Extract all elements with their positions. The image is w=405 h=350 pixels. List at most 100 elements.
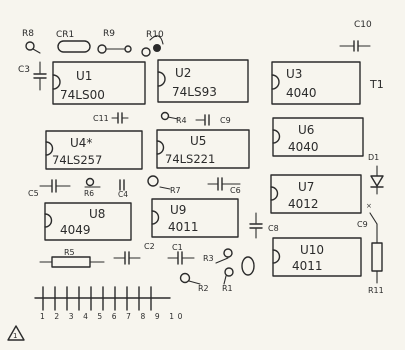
r4-lead (167, 116, 179, 120)
chip-u4: U4* 74LS257 (45, 130, 143, 170)
chip-ref: U9 (170, 203, 186, 217)
chip-u7: U7 4012 (270, 174, 362, 214)
label-r8: R8 (22, 29, 34, 39)
edge-connector: 1 2 3 4 5 6 7 8 9 10 (34, 286, 186, 321)
chip-body (44, 202, 132, 241)
chip-body (272, 237, 362, 277)
chip-part: 74LS257 (52, 153, 102, 167)
chip-notch (271, 74, 280, 90)
chip-notch (272, 249, 281, 264)
r7-lead (159, 186, 171, 190)
r7-pad (147, 175, 159, 187)
r10-jumper (149, 35, 164, 45)
chip-part: 4011 (292, 259, 323, 273)
r6-pad (85, 177, 95, 187)
label-c2: C2 (144, 242, 155, 251)
label-r2: R2 (198, 284, 209, 293)
chip-part: 4011 (168, 220, 199, 234)
label-r9: R9 (103, 29, 115, 39)
chip-part: 4012 (288, 197, 319, 211)
r10-pad-filled (153, 44, 161, 52)
chip-ref: U6 (298, 123, 314, 137)
r4-pad (160, 111, 170, 121)
label-c4: C4 (118, 190, 128, 199)
label-c9: C9 (220, 116, 231, 125)
chip-part: 74LS00 (60, 88, 105, 102)
r5-body (51, 256, 91, 268)
chip-ref: U1 (76, 69, 92, 83)
label-r6: R6 (84, 189, 94, 198)
chip-ref: U5 (190, 134, 206, 148)
r8-pad (25, 41, 35, 51)
chip-ref: U2 (175, 66, 191, 80)
pin-numbers: 1 2 3 4 5 6 7 8 9 10 (40, 312, 186, 321)
chip-ref: U7 (298, 180, 314, 194)
cr1-crystal (57, 40, 91, 53)
chip-u5: U5 74LS221 (156, 129, 250, 169)
chip-part: 4040 (288, 140, 319, 154)
r2-lead (188, 280, 201, 285)
label-c6: C6 (230, 186, 241, 195)
r1-pad (224, 267, 234, 277)
chip-u1: U1 74LS00 (52, 61, 146, 105)
label-r10: R10 (146, 30, 164, 40)
label-r11: R11 (368, 286, 384, 295)
x-mark: × (366, 202, 372, 210)
chip-ref: U4* (70, 136, 92, 150)
chip-body (52, 61, 146, 105)
label-t1: T1 (369, 78, 384, 91)
chip-u9: U9 4011 (151, 198, 239, 238)
chip-notch (44, 213, 53, 228)
chip-body (157, 59, 249, 103)
chip-notch (45, 141, 54, 156)
chip-ref: U10 (300, 243, 324, 257)
c9-right-lead (369, 212, 378, 225)
label-r7: R7 (170, 186, 181, 195)
d1-diode-body (370, 175, 384, 187)
chip-body (270, 174, 362, 214)
label-r5: R5 (64, 248, 75, 257)
label-d1: D1 (368, 153, 379, 162)
chip-ref: U3 (286, 67, 302, 81)
chip-body (156, 129, 250, 169)
chip-body (271, 61, 361, 105)
chip-notch (151, 210, 160, 225)
chip-u6: U6 4040 (272, 117, 364, 157)
r10-pad (141, 47, 151, 57)
chip-part: 4049 (60, 223, 91, 237)
r11-body (371, 242, 383, 272)
label-c3: C3 (18, 65, 30, 75)
label-r4-top: R4 (176, 116, 187, 125)
chip-ref: U8 (89, 207, 105, 221)
label-c8: C8 (268, 224, 279, 233)
chip-notch (272, 129, 281, 144)
chip-body (272, 117, 364, 157)
label-c1: C1 (172, 243, 183, 252)
label-c11: C11 (93, 114, 109, 123)
label-r1: R1 (222, 284, 233, 293)
label-c10: C10 (354, 20, 372, 30)
label-cr1: CR1 (56, 30, 74, 40)
corner-triangle-mark (7, 325, 25, 341)
chip-body (45, 130, 143, 170)
chip-notch (52, 74, 61, 90)
r8-lead (32, 48, 41, 54)
chip-u8: U8 4049 (44, 202, 132, 241)
chip-u3: U3 4040 (271, 61, 361, 105)
label-r3: R3 (203, 254, 214, 263)
r2-pad (179, 272, 191, 284)
chip-u2: U2 74LS93 (157, 59, 249, 103)
r3-pad (223, 248, 233, 258)
chip-notch (156, 140, 165, 155)
chip-part: 4040 (286, 86, 317, 100)
chip-part: 74LS221 (165, 152, 215, 166)
chip-body (151, 198, 239, 238)
chip-u10: U10 4011 (272, 237, 362, 277)
chip-notch (270, 186, 279, 201)
label-c5: C5 (28, 189, 39, 198)
r3-lead (215, 257, 229, 264)
label-c9-right: C9 (357, 220, 368, 229)
r9-pad (97, 44, 107, 54)
